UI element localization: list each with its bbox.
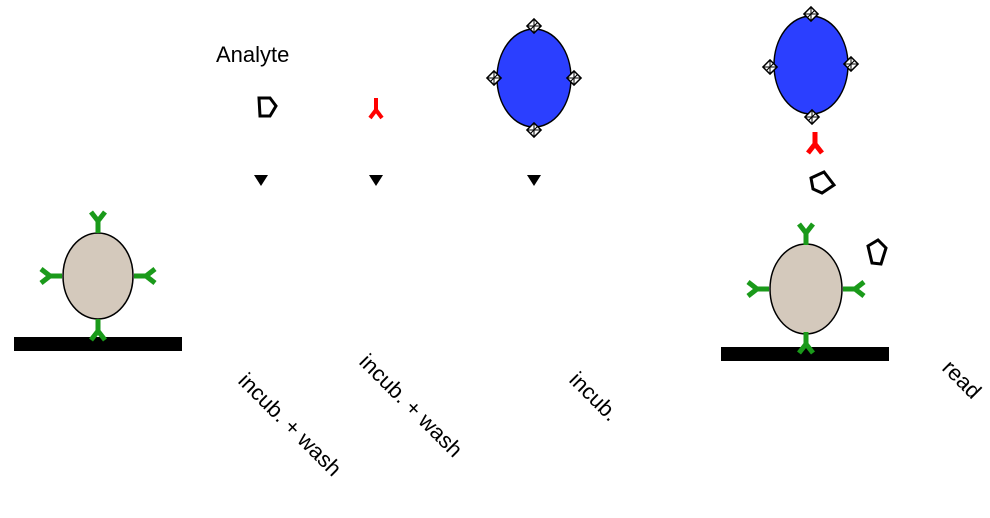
capture-bead-icon [62, 232, 134, 320]
detection-antibody-icon [368, 98, 384, 120]
analyte-label: Analyte [216, 42, 289, 67]
analyte-icon [866, 238, 888, 266]
sandwich-complex [721, 6, 889, 361]
step-analyte: Analyte [216, 42, 289, 186]
analyte-icon [257, 96, 278, 118]
step-label-1: incub. + wash [233, 368, 346, 481]
analyte-icon [809, 170, 837, 195]
surface-icon [721, 347, 889, 361]
capture-bead-icon [769, 243, 843, 335]
detection-bead-icon [496, 28, 572, 128]
capture-antibody-icon [799, 224, 813, 245]
detection-antibody-icon [808, 132, 822, 153]
capture-antibody-icon [843, 282, 864, 296]
step-label-3: incub. [564, 367, 623, 426]
capture-antibody-icon [91, 212, 105, 233]
arrow-down-icon [527, 175, 541, 186]
capture-antibody-icon [134, 269, 155, 283]
step-detection-bead [486, 18, 582, 186]
capture-antibody-icon [91, 319, 105, 340]
capture-antibody-icon [41, 269, 62, 283]
step-label-2: incub. + wash [354, 349, 467, 462]
step-detection-antibody [368, 98, 384, 186]
arrow-down-icon [369, 175, 383, 186]
arrow-down-icon [254, 175, 268, 186]
detection-bead-icon [773, 15, 849, 115]
capture-assembly-left [14, 212, 182, 351]
capture-antibody-icon [748, 282, 769, 296]
surface-icon [14, 337, 182, 351]
step-label-4: read [937, 355, 986, 404]
